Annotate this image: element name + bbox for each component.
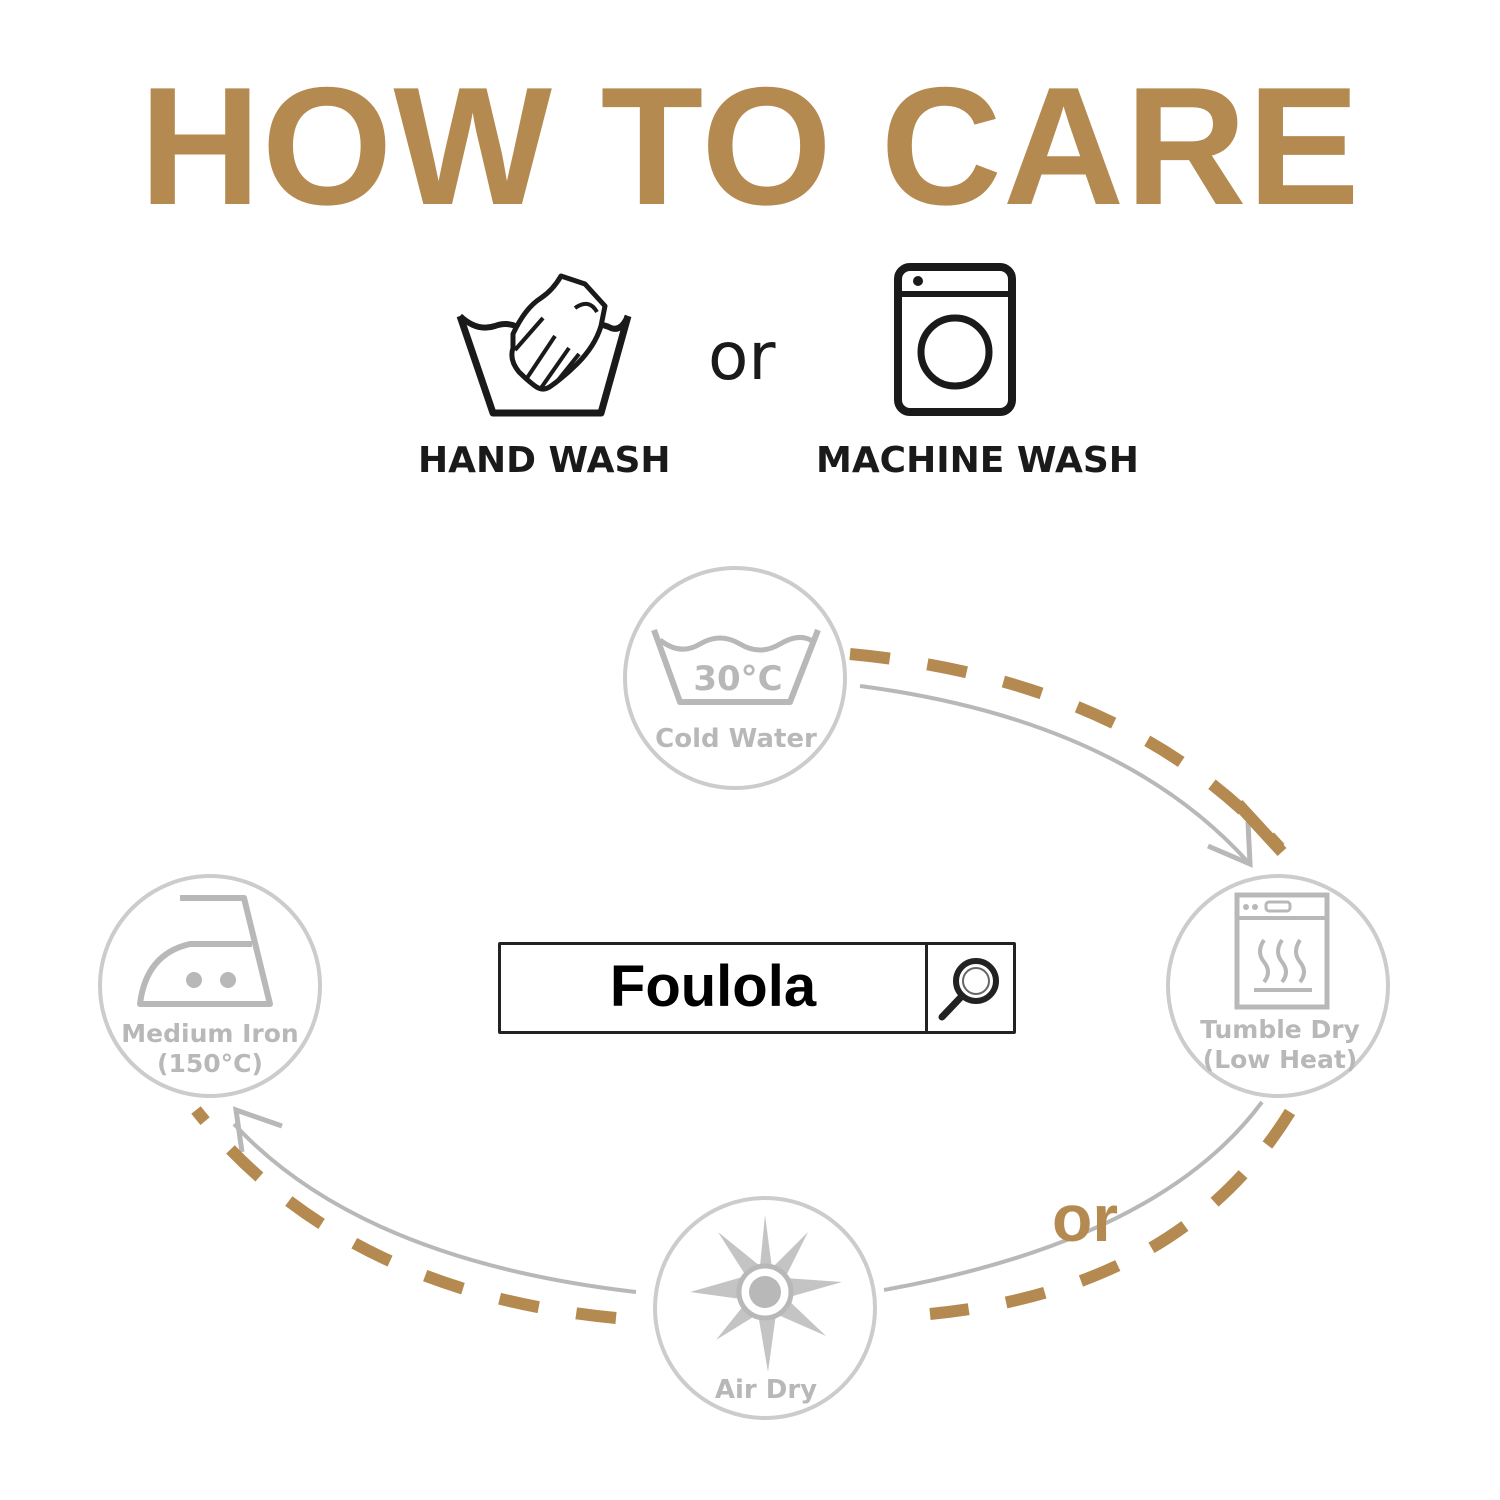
medium-iron-node: Medium Iron (150°C) xyxy=(98,874,322,1098)
medium-iron-label: Medium Iron xyxy=(121,1019,298,1048)
arrow-tumble-to-air xyxy=(883,1100,1264,1292)
arrow-air-to-iron xyxy=(232,1122,637,1294)
cold-water-label: Cold Water xyxy=(655,724,817,754)
care-cycle-diagram: 30°C Cold Water Tumble Dry (Low Heat) Ai… xyxy=(98,566,1390,1420)
dry-or-label: or xyxy=(1052,1181,1118,1255)
cold-water-temp: 30°C xyxy=(693,659,782,699)
wash-tub-icon xyxy=(651,628,821,705)
cold-water-node: 30°C Cold Water xyxy=(623,566,847,790)
air-dry-label: Air Dry xyxy=(715,1375,817,1405)
brand-search-bar: Foulola xyxy=(498,942,1016,1034)
machine-wash-label: MACHINE WASH xyxy=(816,440,1139,481)
page-title: HOW TO CARE xyxy=(139,52,1361,240)
air-dry-node: Air Dry xyxy=(653,1196,877,1420)
medium-iron-sublabel: (150°C) xyxy=(157,1049,263,1078)
tumble-dry-sublabel: (Low Heat) xyxy=(1203,1045,1357,1074)
sun-icon xyxy=(690,1215,842,1372)
tumble-dry-label: Tumble Dry xyxy=(1200,1015,1360,1044)
brand-name: Foulola xyxy=(609,954,817,1019)
hand-wash-label: HAND WASH xyxy=(418,440,671,481)
hand-wash-icon xyxy=(456,273,632,417)
tumble-dry-node: Tumble Dry (Low Heat) xyxy=(1166,874,1390,1098)
magnifier-icon xyxy=(938,958,999,1021)
dryer-icon xyxy=(1234,892,1330,1010)
dashed-arrow-left xyxy=(191,1106,617,1324)
wash-separator: or xyxy=(708,318,776,395)
iron-icon xyxy=(137,895,273,1007)
washing-machine-icon xyxy=(894,263,1016,416)
search-button xyxy=(925,945,1013,1031)
dashed-arrow-top xyxy=(849,648,1285,852)
arrow-wash-to-dry xyxy=(859,684,1250,864)
